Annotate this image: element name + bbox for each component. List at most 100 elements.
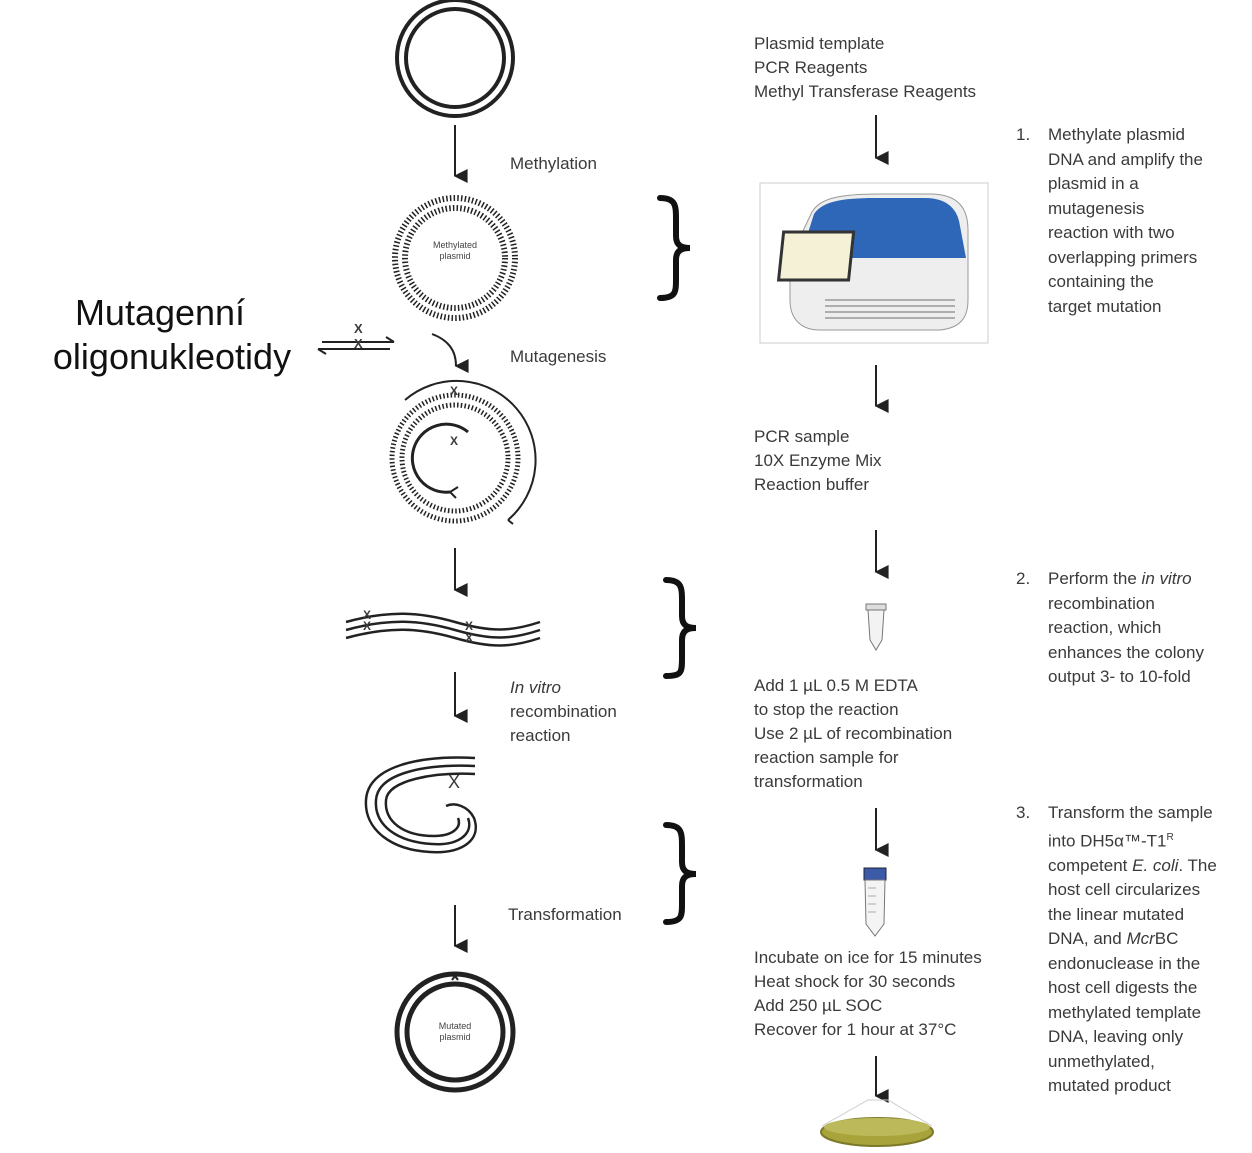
step-line: DNA, and McrBC	[1048, 927, 1217, 952]
reagents-block-4: Incubate on ice for 15 minutes Heat shoc…	[754, 946, 982, 1042]
step-line: containing the	[1048, 272, 1154, 291]
methylated-plasmid-icon	[392, 195, 518, 321]
step-line: endonuclease in the	[1048, 953, 1201, 973]
step-line: into DH5α™-T1R	[1048, 826, 1217, 854]
mutation-mark: X	[448, 772, 461, 792]
stage-transformation: Transformation	[508, 905, 622, 924]
step-text-italic: Mcr	[1126, 929, 1155, 949]
step-line: Methylate plasmid	[1048, 125, 1186, 144]
mutation-mark: X	[354, 336, 363, 351]
microcentrifuge-tube-icon	[865, 603, 887, 651]
step-line: output 3- to 10-fold	[1048, 667, 1191, 686]
mutation-mark: X	[450, 384, 459, 398]
step-line: Transform the sample	[1048, 803, 1213, 822]
step-line: Perform the in vitro	[1048, 567, 1204, 592]
reagent-line: Heat shock for 30 seconds	[754, 972, 956, 991]
step-text: Perform the	[1048, 569, 1142, 588]
step-line: DNA and amplify the	[1048, 149, 1203, 169]
step-1: 1. Methylate plasmid DNA and amplify the…	[1016, 123, 1248, 323]
step-text-italic: E. coli	[1132, 855, 1179, 875]
brace-3	[663, 822, 697, 925]
linear-dna-icon	[345, 612, 541, 647]
step-number: 3.	[1016, 803, 1031, 822]
step-line: recombination	[1048, 593, 1155, 613]
stage-methylation: Methylation	[510, 154, 597, 173]
step-1-text: Methylate plasmid DNA and amplify the pl…	[1048, 123, 1203, 319]
reagent-line: Methyl Transferase Reagents	[754, 82, 977, 101]
step-text-superscript: R	[1166, 831, 1174, 843]
step-text-italic: in vitro	[1141, 569, 1192, 588]
recombined-dna-icon	[364, 756, 477, 854]
step-text: . The	[1178, 855, 1217, 875]
stage-recombination: recombination	[510, 702, 617, 721]
step-number: 1.	[1016, 125, 1031, 144]
reagent-line: Plasmid template	[754, 34, 885, 53]
oligonucleotide-label-line1: Mutagenní	[74, 292, 246, 333]
reagents-block-1: Plasmid template PCR Reagents Methyl Tra…	[754, 32, 976, 104]
reagent-line: Incubate on ice for 15 minutes	[754, 948, 982, 967]
methylated-plasmid-label-line1: Methylated	[432, 240, 478, 250]
step-line: unmethylated,	[1048, 1051, 1155, 1071]
thermal-cycler-image	[759, 182, 989, 344]
stage-in-vitro: In vitro	[510, 678, 562, 697]
reagent-line: Use 2 µL of recombination	[754, 724, 953, 743]
mutated-plasmid-label-line2: plasmid	[439, 1032, 471, 1042]
step-text: competent	[1048, 855, 1133, 875]
step-line: competent E. coli. The	[1048, 854, 1217, 879]
step-line: DNA, leaving only	[1048, 1027, 1184, 1047]
mutation-mark: X	[465, 619, 474, 633]
step-line: host cell digests the	[1048, 978, 1198, 998]
step-line: mutagenesis	[1048, 198, 1145, 218]
brace-2	[663, 577, 697, 679]
step-line: host cell circularizes	[1048, 880, 1201, 900]
reagent-line: Reaction buffer	[754, 475, 869, 494]
mutation-mark: X	[354, 321, 363, 336]
step-line: target mutation	[1048, 296, 1162, 316]
reagent-line: Add 1 µL 0.5 M EDTA	[754, 676, 918, 695]
methylated-plasmid-label-line2: plasmid	[439, 251, 471, 261]
reagent-line: PCR sample	[754, 427, 850, 446]
reagents-block-3: Add 1 µL 0.5 M EDTA to stop the reaction…	[754, 674, 952, 794]
methylated-plasmid-label: Methylated plasmid	[405, 240, 505, 262]
mutated-plasmid-icon	[394, 971, 516, 1093]
step-line: enhances the colony	[1048, 642, 1204, 662]
primer-icon	[317, 336, 395, 355]
step-line: the linear mutated	[1048, 904, 1185, 924]
step-text: DNA, and	[1048, 929, 1127, 949]
reagent-line: Add 250 µL SOC	[754, 996, 883, 1015]
mutation-mark: X	[450, 434, 459, 448]
mutation-mark: X	[465, 631, 474, 645]
conical-tube-icon	[863, 867, 887, 937]
mutation-mark: X	[363, 619, 372, 633]
oligonucleotide-label-line2: oligonukleotidy	[52, 336, 292, 377]
step-3-text: Transform the sample into DH5α™-T1R comp…	[1048, 801, 1217, 1099]
reagent-line: reaction sample for	[754, 748, 899, 767]
mutated-plasmid-label: Mutated plasmid	[405, 1021, 505, 1043]
brace-group	[657, 195, 697, 925]
mutagenesis-arrow	[431, 333, 469, 373]
step-line: overlapping primers	[1048, 247, 1198, 267]
reagent-line: 10X Enzyme Mix	[754, 451, 882, 470]
brace-1	[657, 195, 691, 301]
reagent-line: to stop the reaction	[754, 700, 899, 719]
step-3: 3. Transform the sample into DH5α™-T1R c…	[1016, 801, 1252, 1101]
mutation-mark: X	[363, 608, 372, 622]
step-text: into DH5α™-T1	[1048, 831, 1167, 851]
step-line: reaction with two	[1048, 223, 1175, 242]
step-number: 2.	[1016, 569, 1031, 588]
step-text: BC	[1154, 929, 1179, 949]
plasmid-template-icon	[395, 0, 515, 118]
reagent-line: transformation	[754, 772, 863, 791]
step-line: plasmid in a	[1048, 174, 1139, 193]
stage-mutagenesis: Mutagenesis	[510, 347, 607, 366]
step-line: methylated template	[1048, 1002, 1202, 1022]
step-2-text: Perform the in vitro recombination react…	[1048, 567, 1204, 690]
step-2: 2. Perform the in vitro recombination re…	[1016, 567, 1248, 697]
reagents-block-2: PCR sample 10X Enzyme Mix Reaction buffe…	[754, 425, 882, 497]
stage-reaction: reaction	[510, 726, 571, 745]
mutated-plasmid-label-line1: Mutated	[438, 1021, 472, 1031]
petri-dish-icon	[820, 1099, 934, 1147]
step-line: mutated product	[1048, 1076, 1171, 1096]
reagent-line: PCR Reagents	[754, 58, 868, 77]
